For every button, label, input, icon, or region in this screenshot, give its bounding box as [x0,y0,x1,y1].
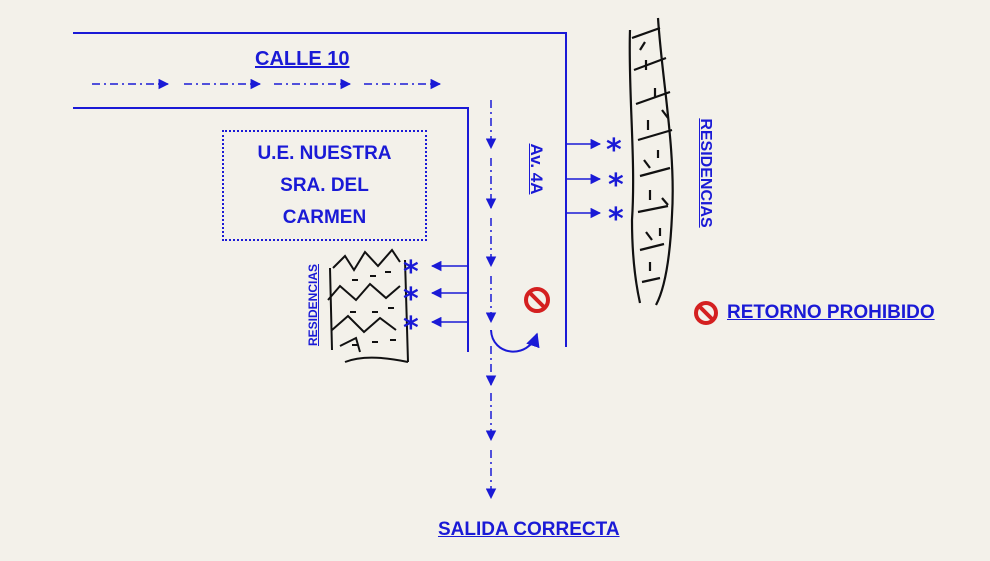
residences-right-label: RESIDENCIAS [697,118,714,228]
no-entry-sign-legend-icon [694,301,718,325]
houses-right-icon [628,17,674,306]
residences-left-label: RESIDENCIAS [306,264,320,347]
school-name-line-3: CARMEN [282,206,367,228]
houses-left-icon [327,248,409,363]
school-name-line-1: U.E. NUESTRA [257,142,392,164]
star-marker-left-1: * [403,255,419,290]
right-residence-arrows [567,138,602,219]
calle-top-edge [73,32,567,347]
school-box: U.E. NUESTRA SRA. DEL CARMEN [222,130,427,241]
no-entry-sign-icon [524,287,550,313]
star-marker-right-1: * [606,133,622,168]
star-marker-right-2: * [608,168,624,203]
no-return-label: RETORNO PROHIBIDO [727,302,935,323]
calle-bottom-edge [73,107,469,352]
star-marker-left-3: * [403,311,419,346]
u-turn-arrow [490,329,540,353]
street-label: CALLE 10 [255,48,350,70]
exit-label: SALIDA CORRECTA [438,519,620,540]
school-name-line-2: SRA. DEL [280,174,369,196]
left-residence-arrows [430,260,467,328]
avenue-label: Av. 4A [527,143,546,195]
star-marker-left-2: * [403,282,419,317]
star-marker-right-3: * [608,202,624,237]
